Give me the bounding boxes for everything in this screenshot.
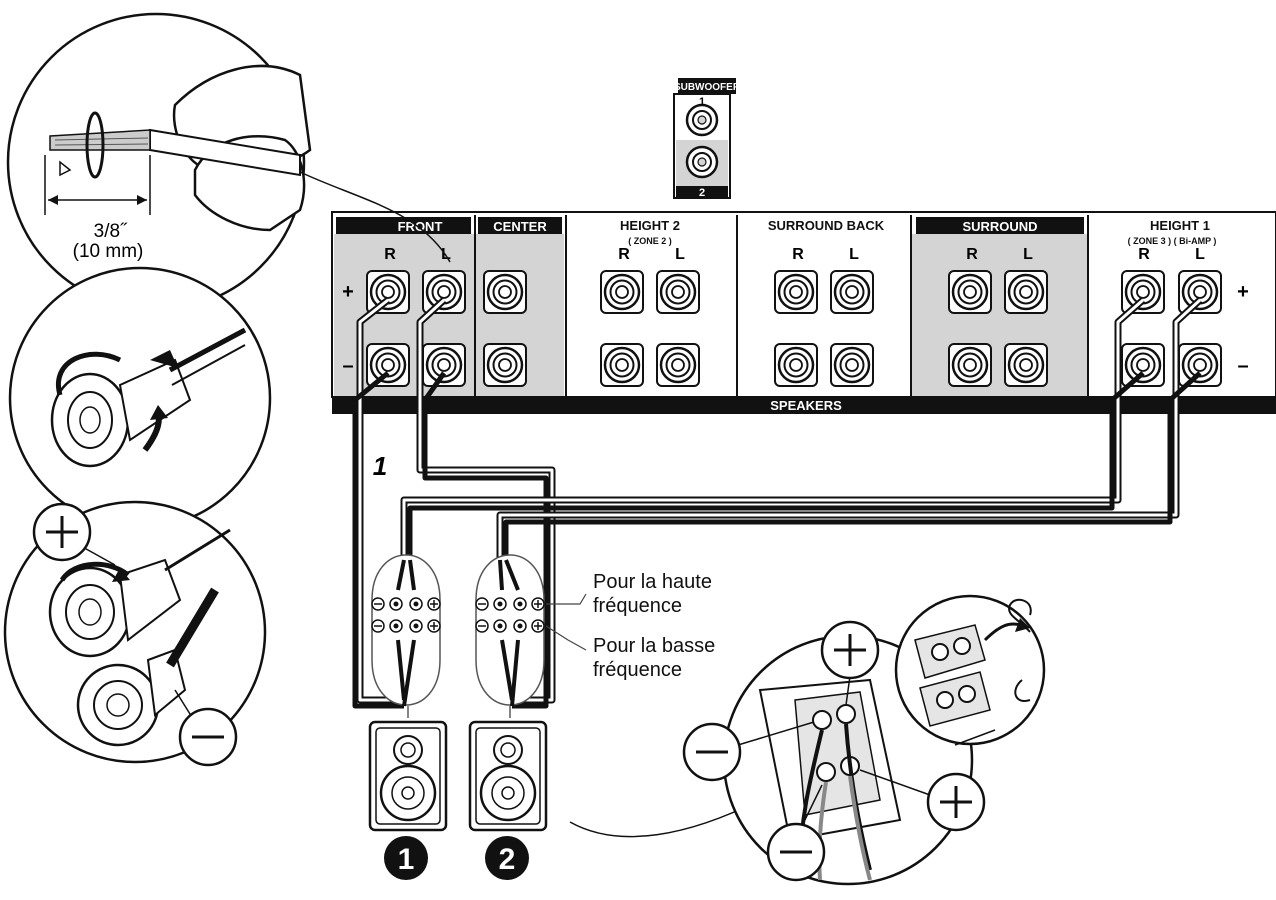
strip-length-metric: (10 mm) xyxy=(73,241,144,262)
subwoofer-port-1: 1 xyxy=(699,96,705,108)
speaker-number-badges: 1 2 xyxy=(384,836,529,880)
height1-l: L xyxy=(1195,246,1205,263)
label-zone2: ( ZONE 2 ) xyxy=(628,236,672,246)
surround-back-l: L xyxy=(849,246,859,263)
speaker-cables xyxy=(352,297,1203,709)
note-low-frequency: Pour la basse fréquence xyxy=(593,634,715,682)
label-surround-back: SURROUND BACK xyxy=(768,218,885,233)
receiver-panel xyxy=(331,211,1276,414)
wire-strip-detail: 3/8˝ (10 mm) xyxy=(6,12,451,312)
subwoofer-port-2: 2 xyxy=(699,187,705,199)
binding-post-insert-detail xyxy=(8,266,272,530)
height1-r: R xyxy=(1138,246,1150,263)
note-high-line-1: Pour la haute xyxy=(593,571,712,593)
label-center: CENTER xyxy=(493,219,547,234)
speaker-number-1: 1 xyxy=(398,843,415,876)
label-speakers: SPEAKERS xyxy=(770,398,842,413)
strip-length-imperial: 3/8˝ xyxy=(94,221,128,242)
remove-jumper-detail xyxy=(894,594,1046,746)
label-height2: HEIGHT 2 xyxy=(620,218,680,233)
note-high-line-2: fréquence xyxy=(593,595,682,617)
minus-right: – xyxy=(1237,355,1248,377)
note-leaders xyxy=(545,593,587,651)
note-low-line-2: fréquence xyxy=(593,659,682,681)
label-surround: SURROUND xyxy=(962,219,1037,234)
front-r: R xyxy=(384,246,396,263)
label-height1: HEIGHT 1 xyxy=(1150,218,1210,233)
speaker-1 xyxy=(368,720,448,832)
subwoofer-label: SUBWOOFER xyxy=(674,82,741,93)
speaker-terminal-plate-2 xyxy=(475,554,545,718)
surround-back-r: R xyxy=(792,246,804,263)
label-front: FRONT xyxy=(398,219,443,234)
speaker-2 xyxy=(468,720,548,832)
note-low-line-1: Pour la basse xyxy=(593,635,716,657)
plus-right: + xyxy=(1237,281,1249,303)
minus-left: – xyxy=(342,355,353,377)
height2-l: L xyxy=(675,246,685,263)
note-high-frequency: Pour la haute fréquence xyxy=(593,570,712,618)
speaker-terminal-plate-1 xyxy=(371,554,441,718)
surround-l: L xyxy=(1023,246,1033,263)
tighten-terminal-detail xyxy=(3,500,267,767)
speaker-number-2: 2 xyxy=(499,843,516,876)
subwoofer-block: SUBWOOFER 1 2 xyxy=(673,78,741,199)
surround-r: R xyxy=(966,246,978,263)
height2-r: R xyxy=(618,246,630,263)
plus-left: + xyxy=(342,281,354,303)
step-number: 1 xyxy=(373,451,387,481)
label-zone3-biamp: ( ZONE 3 ) ( Bi-AMP ) xyxy=(1128,236,1217,246)
